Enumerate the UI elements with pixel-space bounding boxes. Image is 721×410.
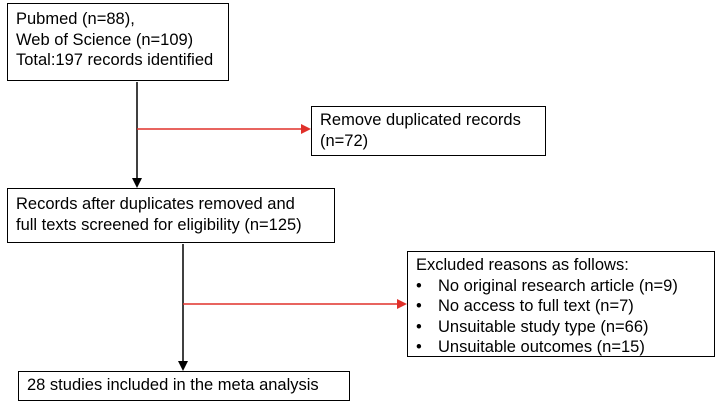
source-line-pubmed: Pubmed (n=88), — [16, 10, 135, 28]
source-line-web-of-science: Web of Science (n=109) — [16, 30, 194, 49]
excluded-item: • Unsuitable outcomes (n=15) — [416, 337, 706, 358]
included-label: 28 studies included in the meta analysis — [27, 376, 319, 394]
duplicates-label: Remove duplicated records — [320, 111, 521, 129]
excluded-item-label: Unsuitable study type (n=66) — [438, 317, 649, 336]
excluded-item: • No access to full text (n=7) — [416, 296, 706, 317]
source-line-total: Total:197 records identified — [16, 51, 214, 69]
duplicates-count: (n=72) — [320, 131, 369, 150]
screened-line-1: Records after duplicates removed and — [16, 195, 295, 213]
screened-line-2: full texts screened for eligibility (n=1… — [16, 215, 302, 234]
bullet-icon: • — [416, 338, 422, 356]
excluded-item-label: No original research article (n=9) — [438, 276, 678, 295]
excluded-item: • Unsuitable study type (n=66) — [416, 317, 706, 338]
bullet-icon: • — [416, 297, 422, 315]
excluded-item-label: No access to full text (n=7) — [438, 297, 634, 315]
duplicates-removed-box: Remove duplicated records (n=72) — [311, 106, 546, 156]
excluded-item-label: Unsuitable outcomes (n=15) — [438, 338, 645, 356]
excluded-heading: Excluded reasons as follows: — [416, 256, 629, 274]
records-screened-box: Records after duplicates removed and ful… — [7, 188, 335, 243]
studies-included-box: 28 studies included in the meta analysis — [18, 371, 350, 401]
excluded-reasons-box: Excluded reasons as follows: • No origina… — [407, 251, 715, 357]
bullet-icon: • — [416, 317, 422, 336]
excluded-item: • No original research article (n=9) — [416, 276, 706, 297]
bullet-icon: • — [416, 276, 422, 295]
records-identified-box: Pubmed (n=88), Web of Science (n=109) To… — [7, 3, 229, 81]
